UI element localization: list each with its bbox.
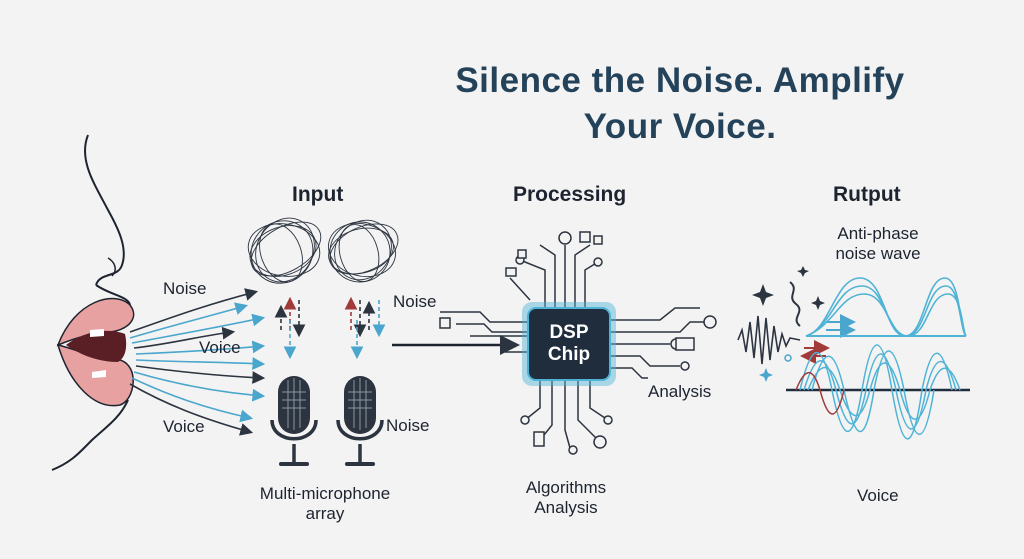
label-noise-processing: Noise: [393, 292, 437, 311]
label-analysis: Analysis: [648, 382, 712, 401]
chip-line-2: Chip: [547, 344, 591, 365]
label-algorithms-line1: Algorithms: [525, 478, 607, 497]
label-mic-array: Multi-microphone array: [250, 484, 400, 524]
dsp-chip-label: DSP Chip: [528, 308, 610, 380]
face-profile-icon: [51, 134, 131, 471]
sparkle-icons: [752, 266, 825, 382]
mouth-icon: [56, 297, 135, 407]
label-mic-array-line2: array: [305, 504, 345, 523]
label-anti-phase-line1: Anti-phase: [837, 224, 919, 243]
sound-wave-arrows: [129, 288, 266, 436]
title-line-2: Your Voice.: [583, 107, 777, 146]
dsp-chip-icon: [522, 302, 616, 386]
label-algorithms-line2: Analysis: [534, 498, 598, 517]
dot-icon: [784, 354, 792, 362]
title-line-1: Silence the Noise. Amplify: [455, 61, 905, 100]
label-mic-array-line1: Multi-microphone: [259, 484, 391, 503]
squiggle-icon: [789, 281, 801, 327]
page-title: Silence the Noise. Amplify Your Voice.: [380, 58, 980, 150]
signal-arrows: [274, 296, 386, 360]
label-anti-phase-line2: noise wave: [835, 244, 921, 263]
label-voice-low: Voice: [163, 417, 205, 436]
label-noise-left: Noise: [163, 279, 207, 298]
label-anti-phase: Anti-phase noise wave: [818, 224, 938, 264]
section-processing: Processing: [513, 183, 627, 206]
phase-arrows: [800, 314, 856, 364]
chip-line-1: DSP: [549, 322, 589, 343]
noise-burst-wave: [737, 315, 801, 365]
label-voice-mid: Voice: [199, 338, 241, 357]
label-algorithms: Algorithms Analysis: [506, 478, 626, 518]
voice-wave: [786, 344, 970, 440]
section-output: Rutput: [833, 183, 901, 206]
label-noise-mic: Noise: [386, 416, 430, 435]
anti-phase-wave: [805, 277, 967, 337]
microphone-icon: [336, 376, 384, 466]
noise-scribble-icon: [247, 217, 322, 284]
microphone-icon: [270, 376, 318, 466]
circuit-nodes: [439, 231, 717, 455]
label-voice-output: Voice: [857, 486, 899, 505]
noise-scribble-icon: [328, 219, 399, 283]
section-input: Input: [292, 183, 344, 206]
